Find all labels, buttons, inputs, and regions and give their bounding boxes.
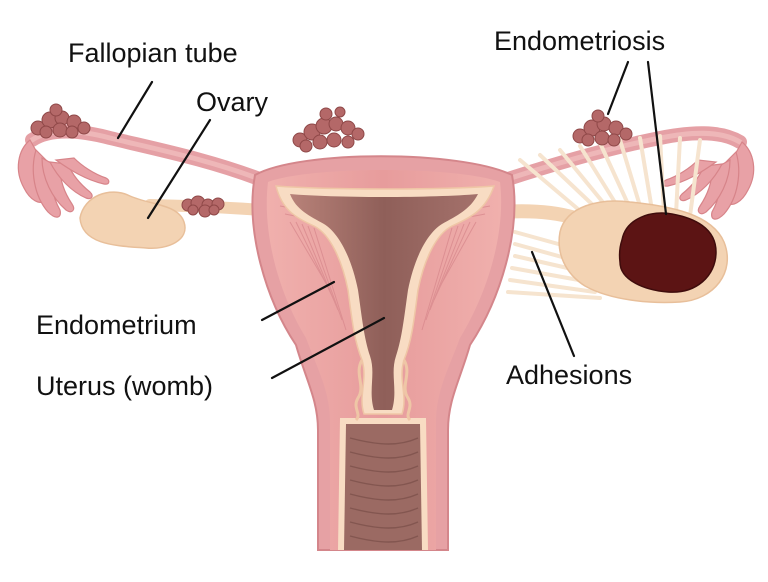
leader-uterus [270, 316, 386, 380]
endometrioma-cyst [618, 212, 717, 293]
lesion-right-tube [572, 109, 633, 147]
lesion-left-tube [30, 103, 91, 139]
left-fimbriae [17, 139, 110, 218]
lesion-uterus-top [292, 106, 365, 153]
uterus [251, 155, 516, 551]
label-endometrium: Endometrium [36, 310, 197, 340]
leader-endometriosis-b [646, 60, 668, 216]
label-uterus: Uterus (womb) [36, 371, 213, 401]
leader-lines [116, 60, 668, 380]
leader-ovary [146, 118, 212, 220]
lesion-left-ligament [181, 195, 225, 218]
leader-fallopian-tube [116, 80, 154, 140]
leader-adhesions [530, 250, 576, 358]
label-endometriosis: Endometriosis [494, 26, 665, 56]
label-fallopian-tube: Fallopian tube [68, 38, 238, 68]
vaginal-rugae [349, 437, 419, 543]
left-ovary [79, 191, 268, 249]
label-adhesions: Adhesions [506, 360, 632, 390]
labels: Fallopian tube Ovary Endometriosis Endom… [36, 26, 665, 401]
uterine-cavity [290, 194, 478, 410]
label-ovary: Ovary [196, 87, 269, 117]
adhesions [506, 134, 702, 300]
leader-endometrium [260, 280, 336, 322]
leader-endometriosis-a [606, 60, 630, 116]
